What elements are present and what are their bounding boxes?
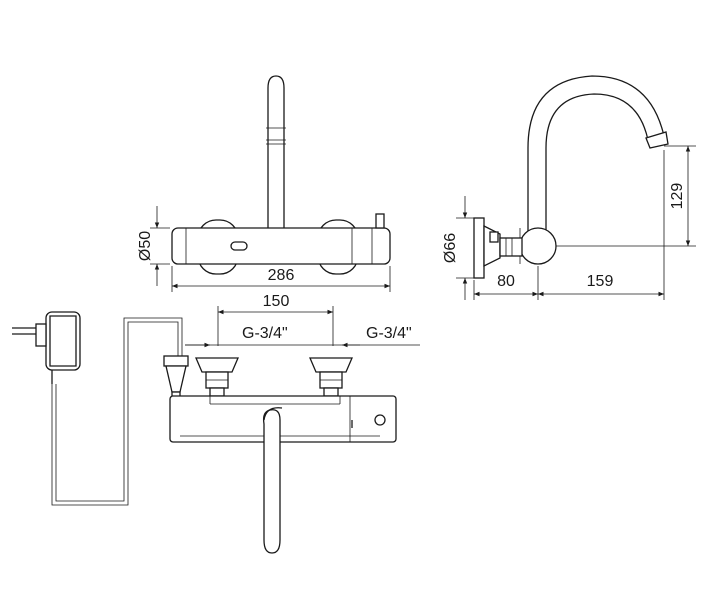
top-body bbox=[171, 227, 391, 265]
thread-right-label: G-3/4" bbox=[366, 325, 412, 342]
side-spout-outer bbox=[527, 75, 665, 240]
thread-left-label: G-3/4" bbox=[242, 325, 288, 342]
dim-286-label: 286 bbox=[268, 267, 295, 284]
side-spout-inner bbox=[545, 93, 649, 230]
dim-150-label: 150 bbox=[263, 293, 290, 310]
wall-flange bbox=[473, 217, 485, 279]
dim-d66-label: Ø66 bbox=[442, 233, 459, 263]
power-cable bbox=[51, 321, 179, 506]
dim-129-label: 129 bbox=[669, 183, 686, 210]
inlet-right bbox=[309, 357, 353, 397]
front-body bbox=[169, 395, 397, 443]
power-adapter bbox=[12, 311, 81, 384]
cable-gland bbox=[163, 355, 189, 403]
side-body bbox=[519, 227, 557, 265]
front-spout bbox=[262, 409, 281, 554]
top-view: Ø50 286 bbox=[137, 75, 391, 292]
dim-80-label: 80 bbox=[497, 273, 515, 290]
front-view: 150 G-3/4" G-3/4" bbox=[12, 293, 420, 554]
dim-d50-label: Ø50 bbox=[137, 231, 154, 261]
top-spout bbox=[267, 75, 285, 230]
sensor-slot bbox=[230, 241, 248, 251]
temp-indicator bbox=[374, 414, 386, 426]
inlet-left bbox=[195, 357, 239, 397]
side-view: Ø66 129 80 159 bbox=[442, 75, 696, 300]
dim-159-label: 159 bbox=[587, 273, 614, 290]
